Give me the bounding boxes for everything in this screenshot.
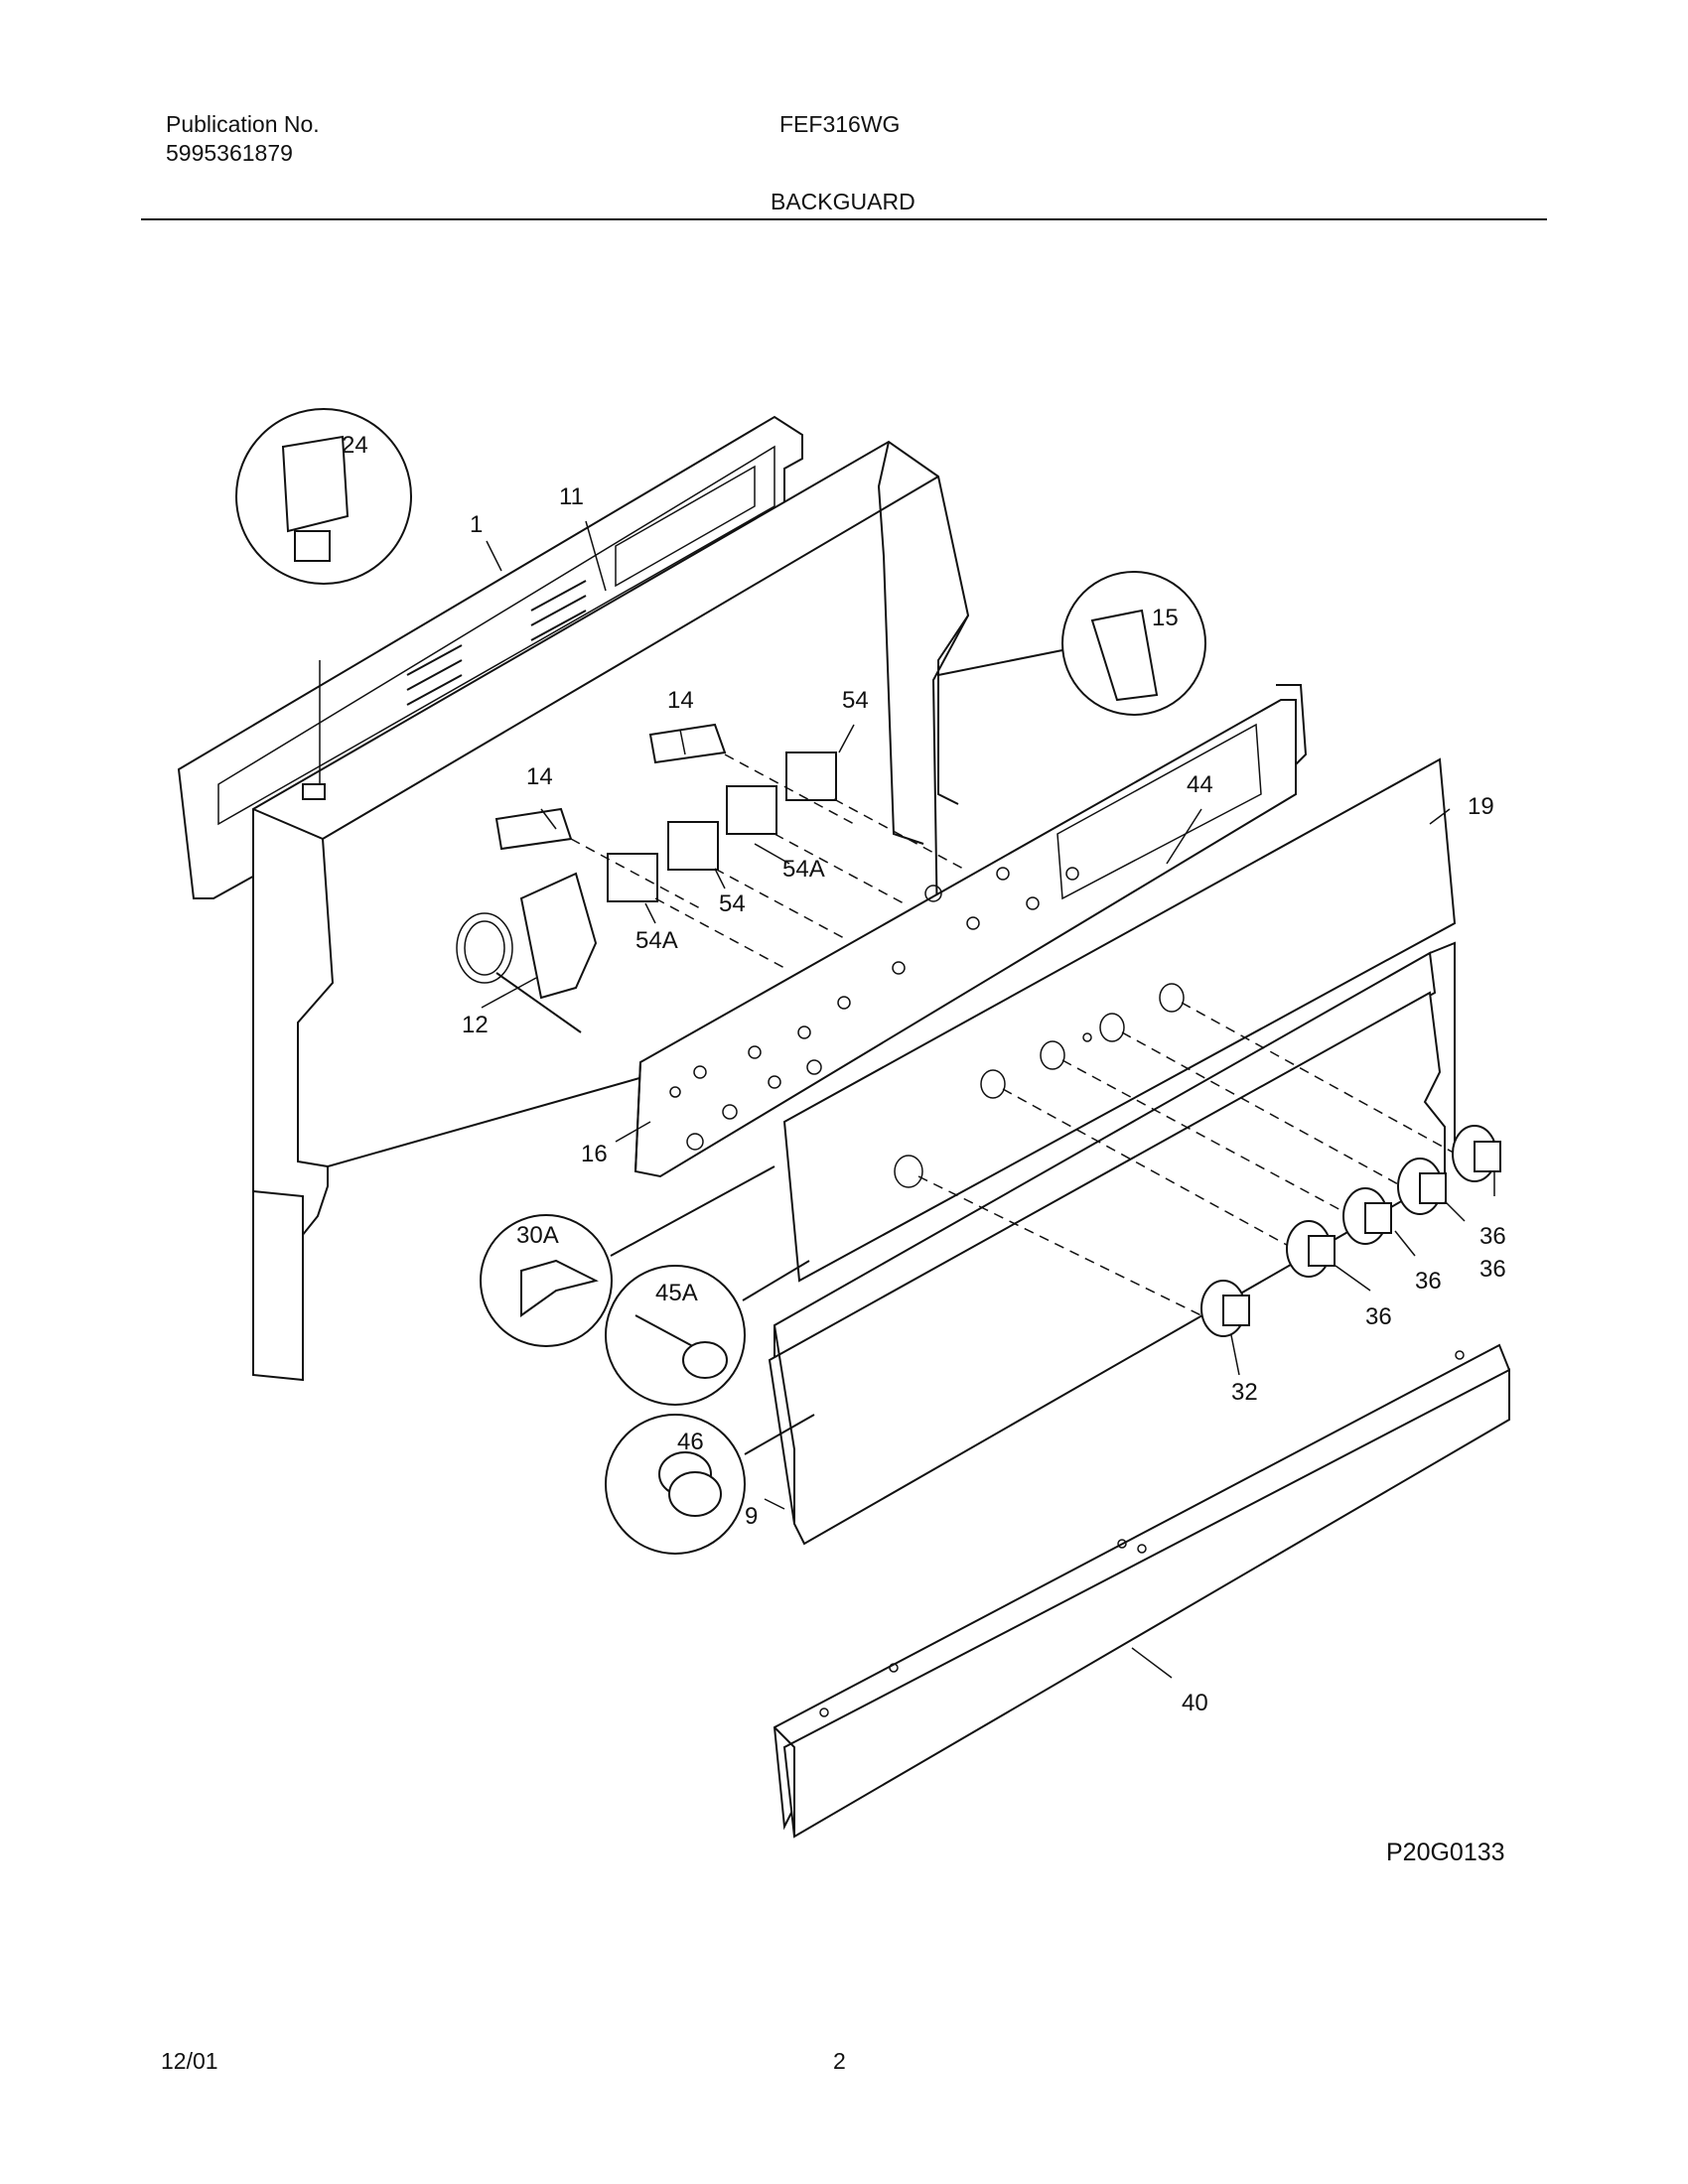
part-label-14-lower: 14 bbox=[526, 763, 553, 790]
part-label-36-c: 36 bbox=[1415, 1268, 1442, 1295]
diagram-reference-code: P20G0133 bbox=[1386, 1839, 1505, 1866]
knob-32 bbox=[1200, 1280, 1250, 1337]
part-label-16: 16 bbox=[581, 1141, 608, 1167]
part-label-11: 11 bbox=[559, 483, 584, 510]
part-label-54A-upper: 54A bbox=[782, 856, 825, 883]
part-label-15: 15 bbox=[1152, 605, 1179, 631]
thermostat bbox=[456, 872, 598, 1033]
part-label-24: 24 bbox=[342, 432, 368, 459]
part-label-1: 1 bbox=[470, 511, 483, 538]
leader-lines bbox=[481, 520, 1495, 1679]
part-label-30A: 30A bbox=[516, 1222, 559, 1249]
part-label-46: 46 bbox=[677, 1429, 704, 1455]
model-number: FEF316WG bbox=[779, 111, 901, 137]
part-label-54: 54 bbox=[719, 890, 746, 917]
publication-number: 5995361879 bbox=[166, 140, 293, 166]
part-label-44: 44 bbox=[1187, 771, 1213, 798]
publication-date: 12/01 bbox=[161, 2048, 218, 2074]
part-labels: 24 1 11 15 14 54 14 44 19 54A 54 54A 12 … bbox=[342, 432, 1506, 1716]
part-label-9: 9 bbox=[745, 1503, 758, 1530]
front-trim bbox=[773, 1343, 1511, 1839]
detail-callouts bbox=[235, 408, 1206, 1555]
part-label-54A-lower: 54A bbox=[635, 927, 678, 954]
assembly-lines bbox=[570, 753, 1471, 1326]
knob-36-b bbox=[1342, 1187, 1392, 1245]
part-label-36-b: 36 bbox=[1479, 1256, 1506, 1283]
knob-36-c bbox=[1397, 1158, 1447, 1215]
knob-36-a bbox=[1286, 1220, 1336, 1278]
section-title: BACKGUARD bbox=[771, 189, 915, 214]
backguard-frame bbox=[252, 440, 970, 1382]
part-label-36-a: 36 bbox=[1479, 1223, 1506, 1250]
part-label-54-upper: 54 bbox=[842, 687, 869, 714]
part-label-36-d: 36 bbox=[1365, 1303, 1392, 1330]
part-label-14-upper: 14 bbox=[667, 687, 694, 714]
part-label-12: 12 bbox=[462, 1012, 489, 1038]
control-panel-trim bbox=[768, 757, 1457, 1546]
page-number: 2 bbox=[833, 2048, 846, 2074]
publication-label: Publication No. bbox=[166, 111, 320, 137]
part-label-40: 40 bbox=[1182, 1690, 1208, 1716]
part-label-45A: 45A bbox=[655, 1280, 698, 1306]
knob-36-d bbox=[1452, 1125, 1501, 1182]
header-rule bbox=[141, 218, 1547, 220]
infinite-switches bbox=[494, 723, 837, 902]
part-label-32: 32 bbox=[1231, 1379, 1258, 1406]
control-panel-bracket bbox=[633, 684, 1308, 1178]
knobs bbox=[1200, 1125, 1501, 1337]
part-label-19: 19 bbox=[1468, 793, 1494, 820]
